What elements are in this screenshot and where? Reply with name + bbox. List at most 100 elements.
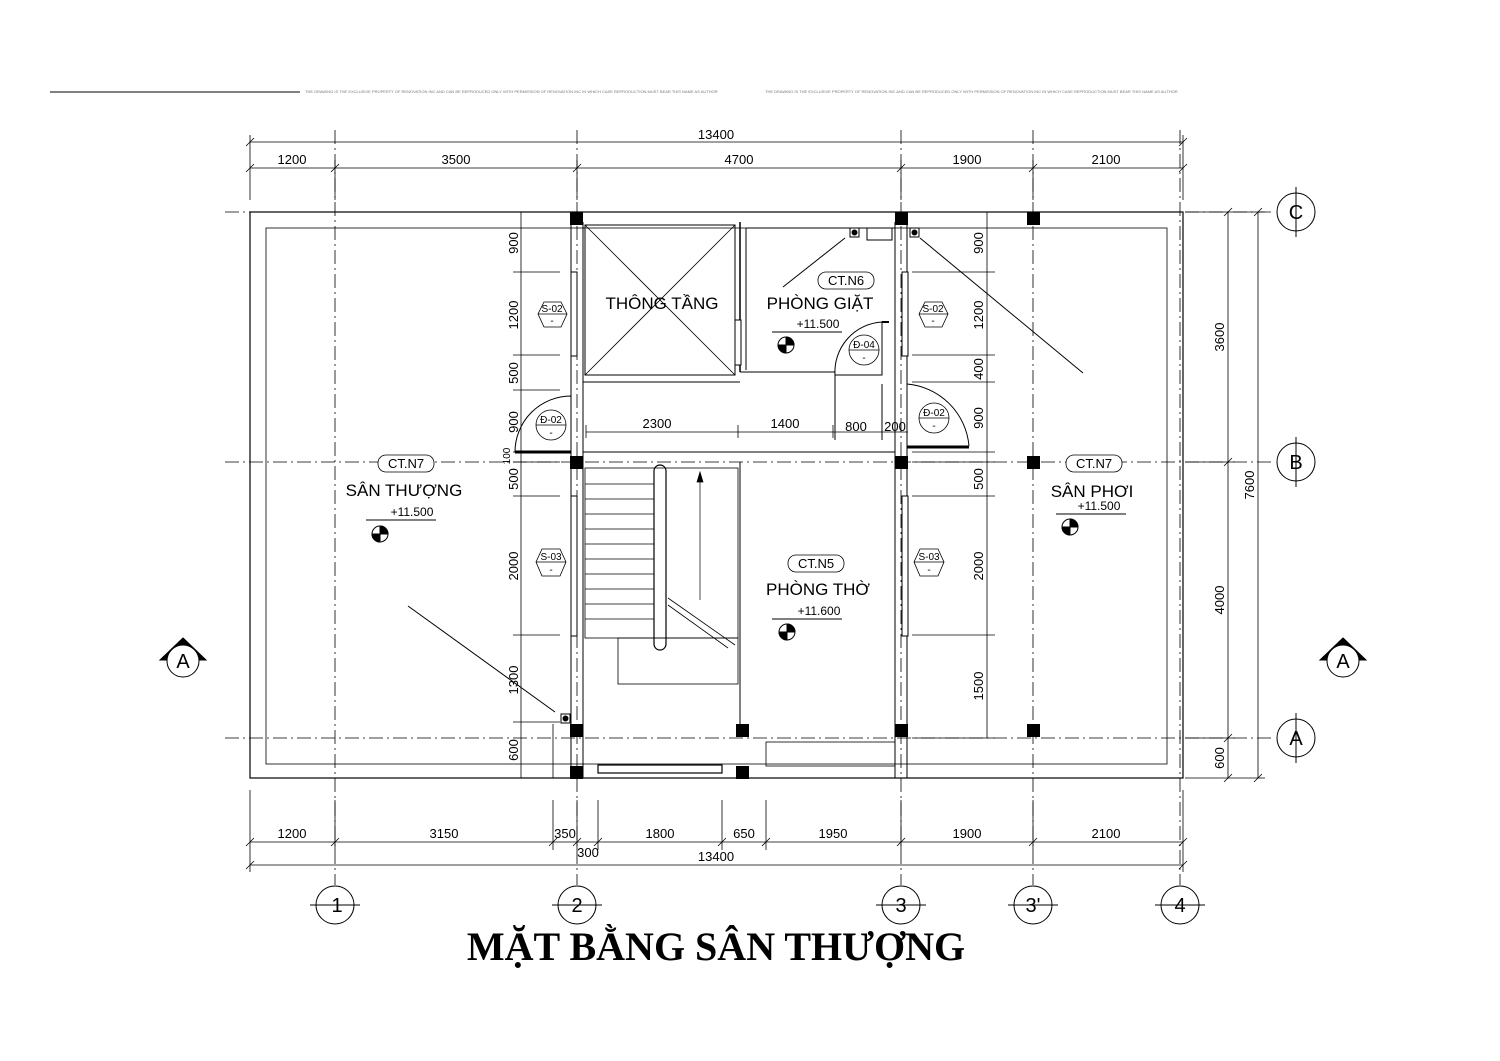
dim-corridor-2: 1400 — [771, 416, 800, 431]
dim-inner-left-9: 600 — [506, 739, 521, 761]
axis-col-1: 1 — [331, 895, 342, 917]
room-phong-giat: PHÒNG GIẶT — [767, 294, 874, 313]
dim-inner-right-7: 1500 — [971, 672, 986, 701]
dim-inner-right-4: 900 — [971, 407, 986, 429]
door-tag-d02-right: Đ-02 — [923, 408, 945, 419]
header-note-repeat: THE DRAWING IS THE EXCLUSIVE PROPERTY OF… — [765, 89, 1178, 94]
window-tag-s02-right-sub: - — [931, 316, 934, 327]
dim-corridor-1: 2300 — [643, 416, 672, 431]
axis-row-b: B — [1289, 452, 1302, 474]
room-san-phoi: SÂN PHƠI — [1051, 482, 1134, 501]
dim-inner-left-8: 1300 — [506, 666, 521, 695]
drawing-title: MẶT BẰNG SÂN THƯỢNG — [467, 924, 965, 969]
axis-row-c: C — [1289, 202, 1303, 224]
tag-san-thuong: CT.N7 — [388, 456, 424, 471]
dim-bottom-4: 300 — [577, 845, 599, 860]
dim-top-overall: 13400 — [698, 127, 734, 142]
dim-bottom-1: 1200 — [278, 826, 307, 841]
axis-col-2: 2 — [571, 895, 582, 917]
level-marker-icon — [366, 519, 436, 543]
wall-windows — [570, 271, 909, 637]
window-tag-s03-left: S-03 — [540, 552, 562, 563]
level-marker-icons — [366, 331, 1126, 641]
tag-frame-phong-tho — [787, 554, 845, 573]
dim-bottom-6: 650 — [733, 826, 755, 841]
level-phong-tho: +11.600 — [798, 604, 841, 618]
door-tag-d04-sub: - — [862, 353, 865, 364]
dim-top-4: 1900 — [953, 152, 982, 167]
axis-col-3: 3 — [895, 895, 906, 917]
dim-inner-left-2: 1200 — [506, 301, 521, 330]
axis-col-3prime: 3' — [1026, 895, 1041, 917]
level-phong-giat: +11.500 — [797, 317, 840, 331]
door-tag-d02-right-sub: - — [932, 421, 935, 432]
tag-phong-tho: CT.N5 — [798, 556, 834, 571]
door-tag-circles — [535, 334, 950, 441]
building-walls — [249, 211, 1184, 779]
dim-corridor-3: 800 — [845, 419, 867, 434]
dim-inner-left-6: 500 — [506, 468, 521, 490]
dim-inner-left-1: 900 — [506, 232, 521, 254]
dim-bottom-3: 350 — [554, 826, 576, 841]
room-thong-tang: THÔNG TẦNG — [605, 294, 718, 313]
window-tag-s02-left-sub: - — [550, 316, 553, 327]
axis-bubble-ticks — [310, 187, 1297, 906]
dim-inner-right-1: 900 — [971, 232, 986, 254]
dim-top-3: 4700 — [725, 152, 754, 167]
level-san-phoi: +11.500 — [1078, 499, 1121, 513]
window-tag-s03-left-sub: - — [549, 565, 552, 576]
dim-right-3: 600 — [1212, 747, 1227, 769]
door-tag-d02-left-sub: - — [549, 428, 552, 439]
dim-top-5: 2100 — [1092, 152, 1121, 167]
dim-bottom-5: 1800 — [646, 826, 675, 841]
section-marks — [158, 637, 1368, 678]
dim-inner-right-5: 500 — [971, 468, 986, 490]
axis-col-4: 4 — [1174, 895, 1185, 917]
dim-bottom-9: 2100 — [1092, 826, 1121, 841]
level-san-thuong: +11.500 — [391, 505, 434, 519]
dim-bottom-7: 1950 — [819, 826, 848, 841]
header-note: THE DRAWING IS THE EXCLUSIVE PROPERTY OF… — [305, 89, 718, 94]
dim-inner-left-4: 900 — [506, 411, 521, 433]
tag-frame-phong-giat — [817, 271, 875, 290]
dim-inner-right-3: 400 — [971, 358, 986, 380]
window-tag-s02-left: S-02 — [541, 304, 563, 315]
dim-top-1: 1200 — [278, 152, 307, 167]
dim-inner-left-5: 100 — [502, 447, 513, 464]
door-tag-d02-left: Đ-02 — [540, 415, 562, 426]
level-marker-icon — [1056, 513, 1126, 536]
drain-leaders — [407, 227, 1084, 724]
dim-inner-left-7: 2000 — [506, 552, 521, 581]
dimension-right — [1185, 207, 1265, 783]
tag-san-phoi: CT.N7 — [1076, 456, 1112, 471]
level-marker-icon — [772, 618, 842, 641]
dim-right-2: 4000 — [1212, 586, 1227, 615]
dim-right-1: 3600 — [1212, 323, 1227, 352]
dim-bottom-2: 3150 — [430, 826, 459, 841]
room-phong-tho: PHÒNG THỜ — [766, 580, 870, 599]
room-san-thuong: SÂN THƯỢNG — [346, 481, 463, 500]
door-tag-d04: Đ-04 — [853, 340, 875, 351]
dimension-top — [245, 135, 1188, 200]
structural-columns — [570, 212, 1040, 779]
level-marker-icon — [772, 331, 842, 354]
window-tag-s03-right: S-03 — [918, 552, 940, 563]
dim-right-overall: 7600 — [1242, 471, 1257, 500]
door-swings — [514, 321, 970, 454]
section-mark-right: A — [1336, 651, 1350, 673]
dim-inner-right-6: 2000 — [971, 552, 986, 581]
window-tag-s02-right: S-02 — [922, 304, 944, 315]
dim-inner-right-2: 1200 — [971, 301, 986, 330]
dim-inner-left-3: 500 — [506, 362, 521, 384]
tag-frame-san-phoi — [1065, 454, 1123, 473]
section-mark-left: A — [176, 651, 190, 673]
dimension-bottom — [245, 790, 1188, 872]
window-tag-hexagons — [535, 301, 949, 577]
tag-phong-giat: CT.N6 — [828, 273, 864, 288]
dim-bottom-overall: 13400 — [698, 849, 734, 864]
stair-treads — [585, 470, 704, 620]
tag-frame-san-thuong — [377, 454, 435, 473]
axis-row-a: A — [1289, 728, 1303, 750]
dim-bottom-8: 1900 — [953, 826, 982, 841]
